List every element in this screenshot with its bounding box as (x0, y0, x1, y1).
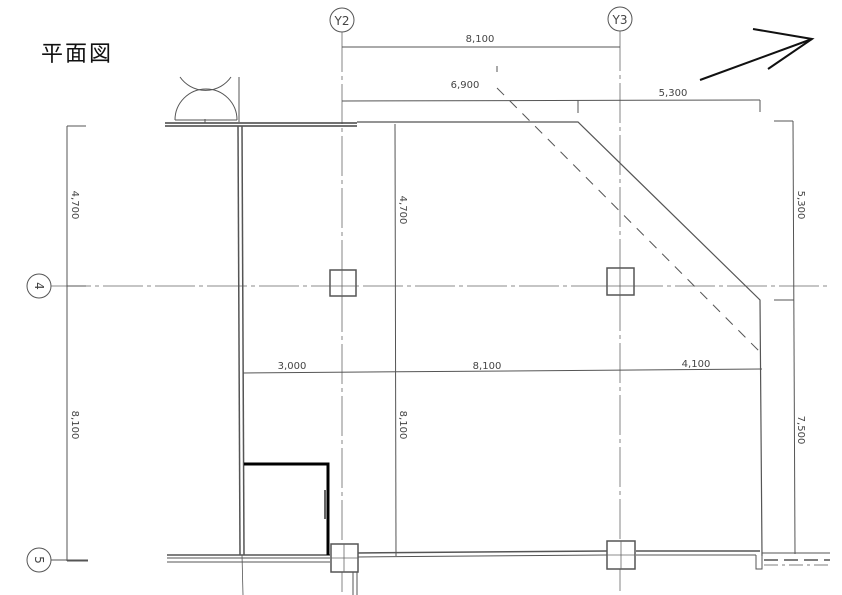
dim-top-right: 5,300 (659, 88, 688, 99)
dim-left-lower: 8,100 (69, 411, 80, 440)
grid-lines (51, 31, 830, 595)
dim-right-lower: 7,500 (795, 416, 806, 445)
grid-bubble-4: 4 (26, 273, 52, 299)
grid-bubble-y2: Y2 (329, 7, 355, 33)
drawing-title: 平面図 (41, 42, 114, 67)
dashed-diagonal (496, 87, 761, 353)
dim-right-upper: 5,300 (795, 191, 806, 220)
grid-bubble-5: 5 (26, 547, 52, 573)
top-wall (165, 122, 357, 127)
north-arrow-icon (699, 28, 815, 81)
grid-label-y3: Y3 (612, 13, 628, 27)
dim-left-upper: 4,700 (69, 191, 80, 220)
columns (329, 267, 636, 573)
dim-mid-left: 3,000 (278, 361, 307, 372)
bottom-wall (167, 550, 830, 595)
right-dimension-lines (774, 120, 796, 555)
highlighted-room-wall (244, 462, 330, 555)
grid-label-4: 4 (32, 282, 46, 290)
dim-mid-center: 8,100 (473, 361, 502, 372)
left-wall (237, 125, 245, 595)
dim-inner-upper: 4,700 (397, 196, 408, 225)
column-y2-4 (329, 269, 357, 297)
column-y3-4 (606, 267, 635, 296)
grid-bubble-y3: Y3 (607, 6, 633, 32)
top-dimension-lines (341, 46, 761, 113)
dim-top-total: 8,100 (466, 34, 495, 45)
left-dimension-lines (66, 125, 88, 562)
double-door-symbol-icon (174, 76, 240, 123)
dim-mid-right: 4,100 (682, 359, 711, 370)
grid-label-5: 5 (32, 556, 46, 564)
grid-label-y2: Y2 (334, 14, 350, 28)
dim-top-left: 6,900 (451, 80, 480, 91)
building-outline (357, 121, 763, 557)
dim-inner-lower: 8,100 (397, 411, 408, 440)
